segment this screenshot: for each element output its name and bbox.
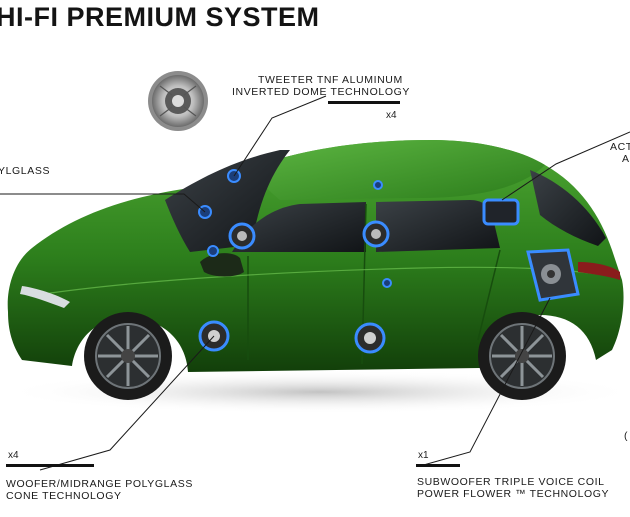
- subwoofer-label-line1: SUBWOOFER TRIPLE VOICE COIL: [417, 476, 605, 488]
- edge-fragment: (: [624, 430, 629, 442]
- subwoofer-count: x1: [418, 450, 429, 461]
- headlight: [20, 286, 70, 308]
- speaker-ring: [354, 322, 386, 354]
- speaker-dot: [382, 278, 392, 288]
- rear-window: [530, 170, 606, 246]
- page-title: HI-FI PREMIUM SYSTEM: [0, 2, 320, 32]
- woofer-label-line2: CONE TECHNOLOGY: [6, 490, 122, 502]
- speaker-markers: [198, 169, 580, 354]
- tweeter-label-line2: INVERTED DOME TECHNOLOGY: [232, 86, 410, 98]
- front-side-window: [232, 202, 366, 252]
- woofer-underline: [6, 464, 94, 467]
- active-label-line2: A: [622, 153, 630, 165]
- subwoofer-box: [526, 248, 580, 302]
- speaker-dot: [207, 245, 219, 257]
- tweeter-underline: [328, 101, 400, 104]
- speaker-dot: [373, 180, 383, 190]
- side-mirror: [200, 253, 244, 277]
- speaker-ring: [362, 220, 390, 248]
- tail-light: [578, 262, 620, 280]
- rear-side-window: [376, 200, 500, 252]
- car-body: [7, 140, 624, 372]
- windshield-glass: [165, 150, 290, 252]
- active-label-line1: ACT: [610, 141, 630, 153]
- amplifier-box: [482, 198, 520, 226]
- tweeter-product-image: [148, 71, 208, 131]
- woofer-count: x4: [8, 450, 19, 461]
- car-roof: [250, 140, 545, 200]
- polyglass-label: YLGLASS: [0, 165, 51, 177]
- subwoofer-label-line2: POWER FLOWER ™ TECHNOLOGY: [417, 488, 610, 500]
- woofer-label-line1: WOOFER/MIDRANGE POLYGLASS: [6, 478, 193, 490]
- tweeter-label-line1: TWEETER TNF ALUMINUM: [258, 74, 403, 86]
- speaker-ring: [228, 222, 256, 250]
- door-line: [477, 249, 501, 341]
- leader-lines: [0, 95, 630, 471]
- tweeter-count: x4: [386, 110, 397, 121]
- subwoofer-underline: [416, 464, 460, 467]
